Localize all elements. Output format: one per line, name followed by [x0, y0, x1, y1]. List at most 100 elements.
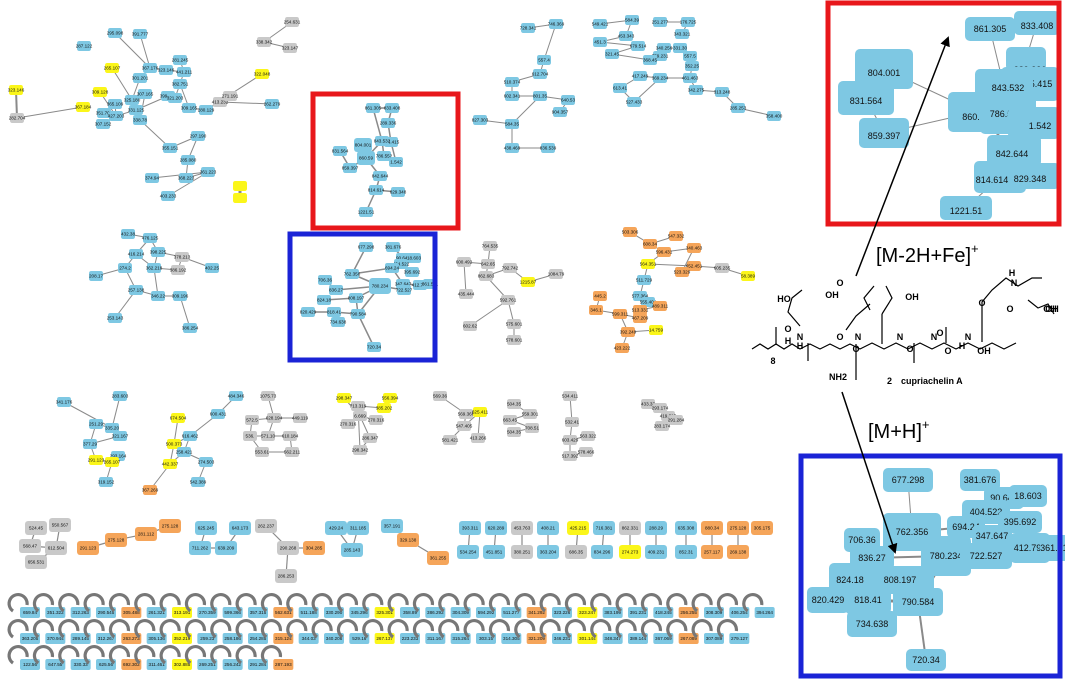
node-label: 362.218	[146, 266, 163, 271]
cluster-node: 367.184	[75, 102, 92, 112]
cluster-node: 504.35	[507, 399, 521, 409]
node-label: 720.34	[367, 345, 381, 350]
node-label: 381.676	[385, 245, 402, 250]
node-label: 442.337	[162, 462, 179, 467]
node-label: 321.209	[528, 636, 545, 641]
node-label: 836.27	[329, 288, 343, 293]
node-label: 449.119	[292, 416, 309, 421]
pair-node: 329.138	[397, 533, 419, 547]
node-label: 297.190	[190, 134, 207, 139]
cluster-node: 298.342	[352, 445, 369, 455]
atom-label: O	[836, 278, 843, 288]
pair-node: 363.204	[537, 545, 559, 559]
cluster-node: 331.30	[673, 43, 687, 53]
cluster-node: 484.346	[228, 391, 245, 401]
cluster-node: 298.347	[336, 393, 353, 403]
node-label: 352.25	[685, 64, 699, 69]
cluster-node: 386.192	[170, 265, 187, 275]
cluster-node: 413.266	[470, 433, 487, 443]
node-label: 451.3	[594, 40, 606, 45]
node-label: 287.193	[275, 662, 292, 667]
cluster-node: 309.165	[181, 103, 198, 113]
node-label: 342.275	[688, 88, 705, 93]
node-label: 377.29	[83, 442, 97, 447]
node-label: 603.429	[562, 438, 579, 443]
node-label: 532.41	[565, 420, 579, 425]
node-label: 412.799	[1014, 543, 1047, 553]
cluster-node: 258.421	[176, 447, 193, 457]
network-edge	[111, 395, 121, 429]
node-label: 323.146	[8, 88, 25, 93]
atom-label: O	[784, 324, 791, 334]
cluster-node: 340.256	[656, 43, 673, 53]
cluster-node: 571.10	[261, 431, 275, 441]
node-label: 734.638	[856, 619, 889, 629]
node-label: 325.180	[124, 98, 141, 103]
node-label: 291.123	[80, 546, 97, 551]
cluster-node: 14.759	[649, 325, 663, 335]
cluster-node: 417.249	[632, 71, 649, 81]
pair-node: 852.31	[675, 545, 697, 559]
cluster-node: 610.184	[282, 431, 299, 441]
blue-box-node: 734.638	[330, 317, 347, 327]
node-label: 556.394	[382, 396, 399, 401]
node-label: 790.584	[350, 312, 367, 317]
cluster-node: 708.51	[525, 423, 539, 433]
node-label: 358.400	[766, 114, 783, 119]
cluster-node: 355.151	[162, 143, 179, 153]
red-zoom-node: 842.644	[987, 135, 1041, 167]
blue-box-node: 820.429	[300, 307, 317, 317]
blue-box-node: 18.603	[407, 253, 421, 263]
node-label: 285.143	[344, 548, 361, 553]
node-label: 842.644	[996, 149, 1029, 159]
atom-label: O	[906, 344, 913, 354]
cluster-node: 283.174	[654, 421, 671, 431]
node-label: 413.266	[470, 436, 487, 441]
node-label: 804.001	[355, 143, 372, 148]
node-label: 568.47	[23, 544, 37, 549]
blue-zoom-node: 734.638	[847, 611, 897, 637]
node-label: 282.704	[9, 116, 26, 121]
node-label: 504.35	[507, 402, 521, 407]
node-label: 820.429	[812, 595, 845, 605]
node-label: 345.296	[351, 610, 368, 615]
node-label: 265.107	[104, 460, 121, 465]
node-label: 642.65	[481, 262, 495, 267]
node-label: 804.001	[868, 68, 901, 78]
node-label: 829.348	[1014, 174, 1047, 184]
node-label: 842.644	[372, 174, 389, 179]
cluster-node: 254.631	[284, 17, 301, 27]
pair-node: 639.209	[215, 541, 237, 555]
cluster-node: 513.331	[632, 305, 649, 315]
atom-label: HO	[777, 294, 791, 304]
node-label: 343.321	[674, 32, 691, 37]
node-label: 321.167	[112, 434, 129, 439]
node-label: 301.144	[579, 636, 596, 641]
node-label: 341.292	[528, 610, 545, 615]
node-label: 728.341	[520, 26, 537, 31]
node-label: 780.234	[930, 551, 963, 561]
node-label: 602.62	[463, 324, 477, 329]
cluster-node: 433.33	[641, 399, 655, 409]
node-label: 547.405	[456, 424, 473, 429]
cluster-node: 331.125	[128, 105, 145, 115]
cluster-node: 323.146	[158, 65, 175, 75]
cluster-node: 563.322	[580, 431, 597, 441]
node-label: 423.222	[614, 346, 631, 351]
cluster-node: 453.343	[618, 31, 635, 41]
cluster-node: 281.245	[172, 55, 189, 65]
node-label: 1075.73	[260, 394, 277, 399]
node-label: 290.545	[98, 610, 115, 615]
node-label: 380.251	[514, 550, 531, 555]
node-label: 706.36	[848, 535, 876, 545]
node-label: 409.231	[648, 550, 665, 555]
cluster-node: 307.152	[95, 119, 112, 129]
node-label: 1.542	[390, 160, 402, 165]
node-label: 281.245	[172, 58, 189, 63]
node-label: 625.245	[198, 526, 215, 531]
cluster-node: 663.45	[503, 415, 517, 425]
cluster-node: 309.196	[172, 291, 189, 301]
node-label: 323.247	[579, 610, 596, 615]
node-label: 331.30	[673, 46, 687, 51]
node-label: 814.614	[976, 175, 1009, 185]
